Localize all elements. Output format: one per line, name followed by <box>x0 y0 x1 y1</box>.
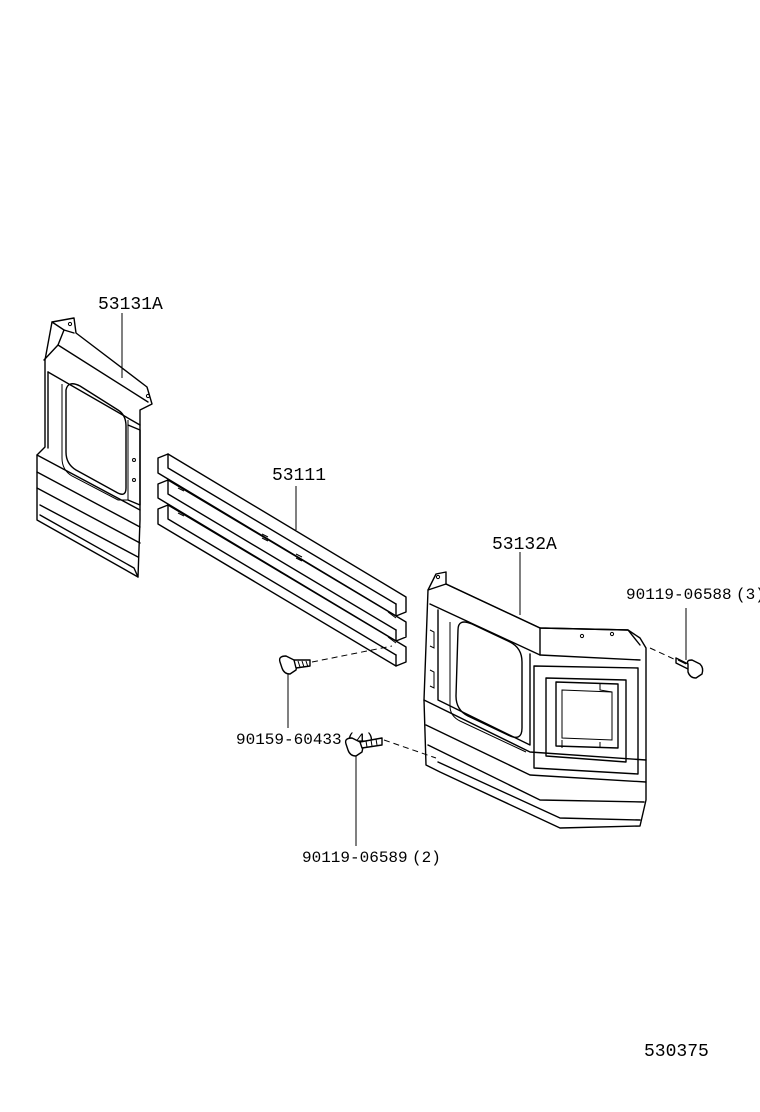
qty-90119-06588: (3) <box>736 586 760 604</box>
dash-line-bolt-right-lower <box>383 739 437 759</box>
dash-line-screw-grille <box>311 645 393 663</box>
part-number-90119-06589: 90119-06589 <box>302 849 408 867</box>
qty-90119-06589: (2) <box>412 849 441 867</box>
screw-90159-60433[interactable] <box>278 655 311 675</box>
radiator-grille[interactable] <box>157 453 407 667</box>
bolt-90119-06589[interactable] <box>344 737 383 757</box>
part-number-90119-06588: 90119-06588 <box>626 586 732 604</box>
part-number-53132A: 53132A <box>492 535 557 555</box>
part-number-53111: 53111 <box>272 466 326 486</box>
part-number-90159-60433: 90159-60433 <box>236 731 342 749</box>
part-number-53131A: 53131A <box>98 295 163 315</box>
left-headlamp-bezel[interactable] <box>36 317 153 578</box>
bolt-90119-06588[interactable] <box>675 657 704 679</box>
illustration-code: 530375 <box>644 1042 709 1062</box>
right-headlamp-bezel[interactable] <box>423 571 647 829</box>
dash-line-bolt-right-upper <box>649 647 677 661</box>
